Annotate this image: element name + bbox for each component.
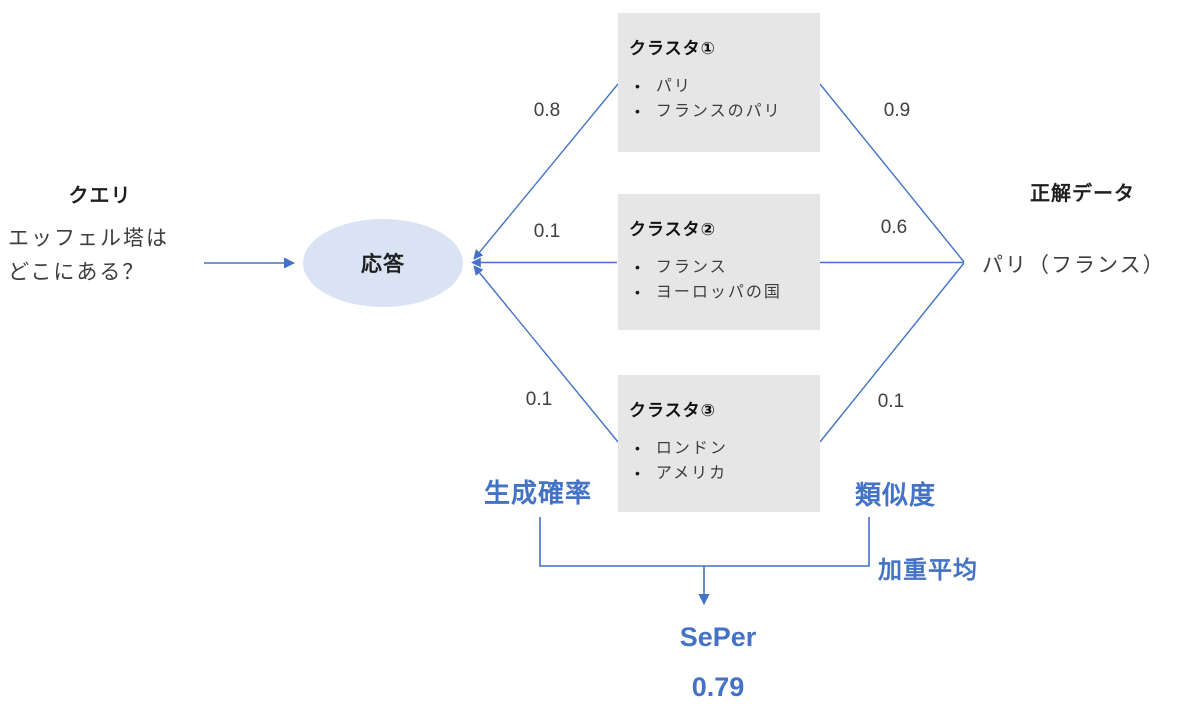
weighted-average-label: 加重平均	[878, 557, 978, 584]
cluster-2-title: クラスタ②	[629, 220, 717, 239]
gen-prob-cluster-1: 0.8	[533, 100, 561, 121]
cluster-2-box: クラスタ② フランス ヨーロッパの国	[618, 194, 820, 330]
weighted-average-bracket	[539, 517, 870, 567]
similarity-cluster-3: 0.1	[877, 391, 905, 412]
cluster3-to-response-arrow	[473, 265, 619, 443]
similarity-cluster-1: 0.9	[883, 100, 911, 121]
list-item: ヨーロッパの国	[629, 280, 812, 305]
cluster-3-title: クラスタ③	[629, 401, 717, 420]
similarity-cluster-2: 0.6	[880, 217, 908, 238]
gen-prob-cluster-3: 0.1	[525, 389, 553, 410]
similarity-label: 類似度	[855, 480, 937, 510]
query-text: エッフェル塔は どこにある？	[8, 222, 248, 290]
cluster1-to-response-arrow	[473, 83, 619, 260]
metric-name: SePer	[679, 622, 757, 652]
list-item: フランス	[629, 255, 812, 280]
list-item: ロンドン	[629, 436, 812, 461]
cluster3-to-groundtruth-line	[819, 262, 965, 443]
list-item: パリ	[629, 74, 812, 99]
cluster-1-items: パリ フランスのパリ	[629, 74, 812, 124]
cluster-3-box: クラスタ③ ロンドン アメリカ	[618, 375, 820, 512]
response-node: 応答	[303, 219, 463, 307]
cluster-2-items: フランス ヨーロッパの国	[629, 255, 812, 305]
cluster-3-items: ロンドン アメリカ	[629, 436, 812, 486]
list-item: フランスのパリ	[629, 99, 812, 124]
gen-prob-cluster-2: 0.1	[533, 221, 561, 242]
ground-truth-heading: 正解データ	[1030, 183, 1135, 205]
response-label: 応答	[361, 253, 405, 276]
query-heading: クエリ	[68, 185, 132, 207]
list-item: アメリカ	[629, 461, 812, 486]
cluster-1-box: クラスタ① パリ フランスのパリ	[618, 13, 820, 152]
query-text-line1: エッフェル塔は	[8, 227, 169, 250]
query-text-line2: どこにある？	[8, 261, 146, 284]
metric-value: 0.79	[691, 672, 745, 702]
cluster1-to-groundtruth-line	[819, 83, 965, 263]
ground-truth-text: パリ（フランス）	[982, 254, 1166, 277]
cluster-1-title: クラスタ①	[629, 39, 717, 58]
gen-prob-label: 生成確率	[484, 478, 593, 508]
